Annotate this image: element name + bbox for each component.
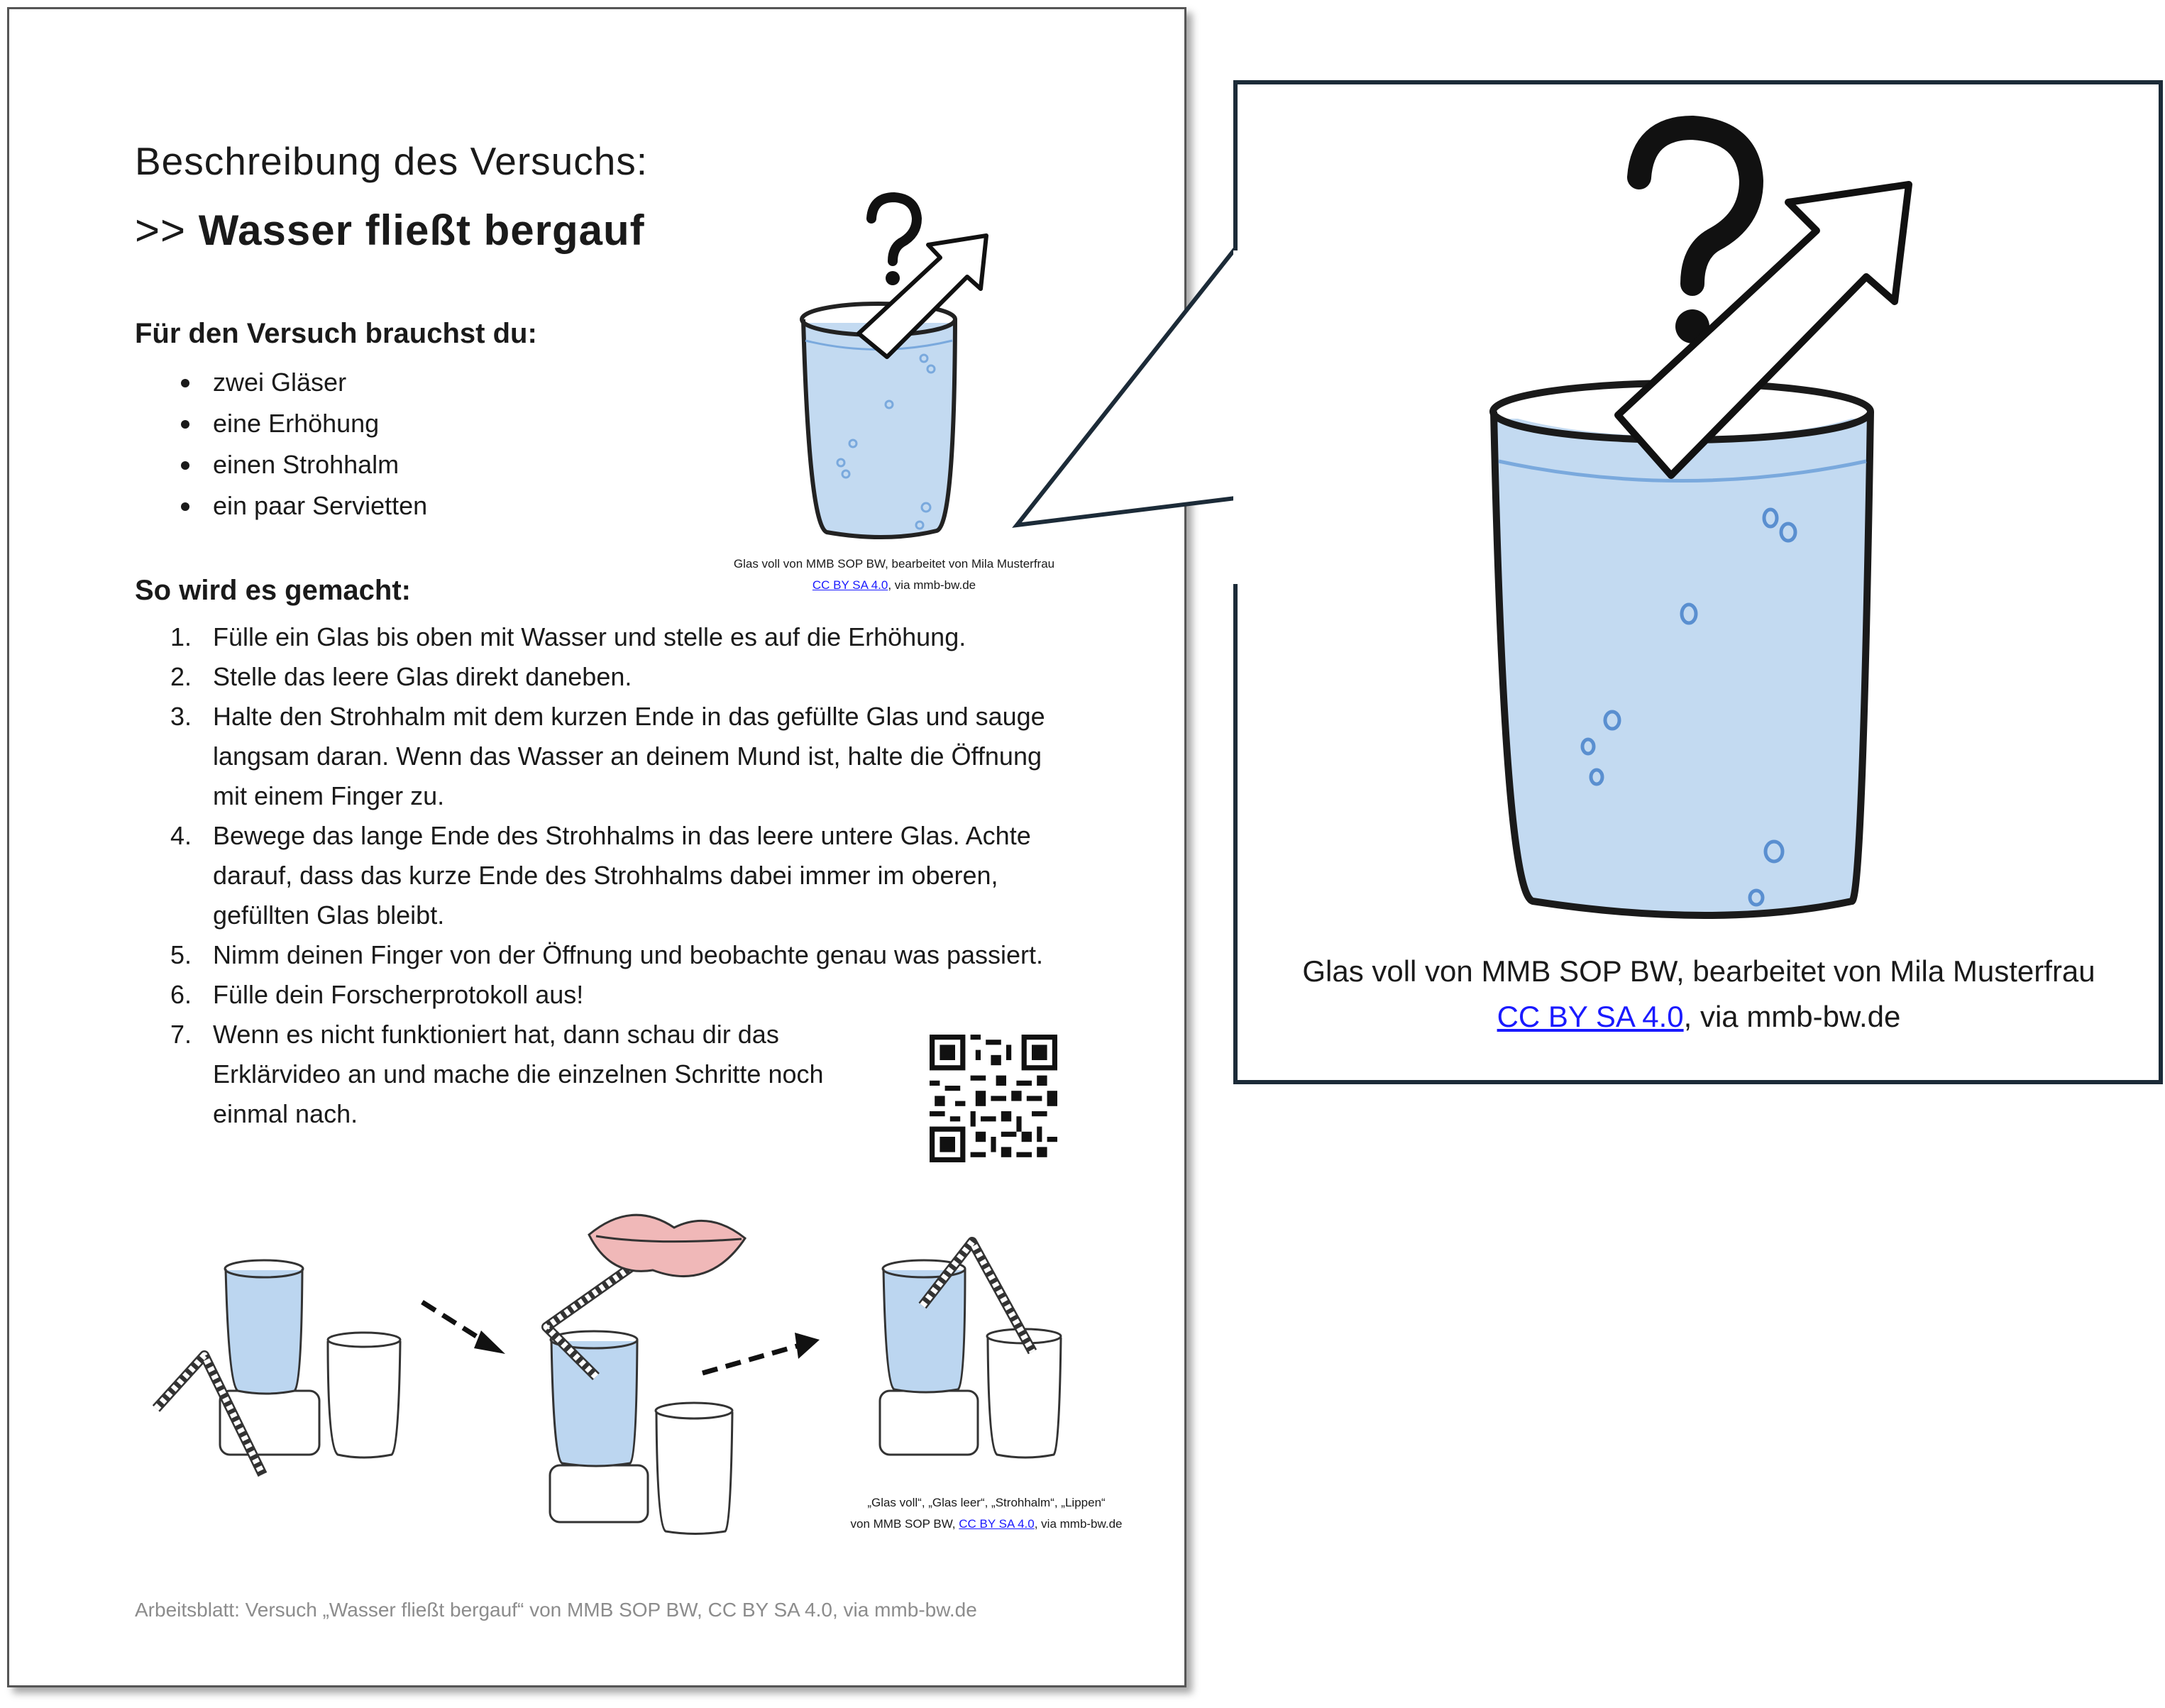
scene-2 <box>541 1213 747 1535</box>
list-item: einen Strohhalm <box>170 444 427 485</box>
steps-list: 1.Fülle ein Glas bis oben mit Wasser und… <box>170 617 1064 1134</box>
process-illustration <box>152 1213 1062 1535</box>
license-link[interactable]: CC BY SA 4.0 <box>812 578 888 592</box>
arrow-up-right-icon <box>1614 181 1912 479</box>
callout-glass-illustration <box>1489 115 1912 919</box>
list-item: eine Erhöhung <box>170 403 427 444</box>
list-item: ein paar Servietten <box>170 485 427 527</box>
list-item: zwei Gläser <box>170 362 427 403</box>
illustration-credit: „Glas voll“, „Glas leer“, „Strohhalm“, „… <box>850 1496 1123 1531</box>
scene-1 <box>152 1259 402 1477</box>
steps-heading: So wird es gemacht: <box>135 575 411 606</box>
straw-icon <box>152 1350 268 1477</box>
license-link[interactable]: CC BY SA 4.0 <box>1497 1000 1684 1033</box>
list-item: 6.Fülle dein Forscherprotokoll aus! <box>170 980 584 1009</box>
title-prefix: >> <box>135 206 187 254</box>
materials-heading: Für den Versuch brauchst du: <box>135 318 537 349</box>
lips-icon <box>588 1213 747 1278</box>
callout-pointer-mask <box>1233 250 1238 584</box>
page-subtitle: Beschreibung des Versuchs: <box>135 139 649 183</box>
materials-list: zwei Gläser eine Erhöhung einen Strohhal… <box>170 362 427 527</box>
arrow-dashed-2 <box>702 1333 820 1376</box>
page-footer: Arbeitsblatt: Versuch „Wasser fließt ber… <box>135 1599 977 1621</box>
question-mark-icon <box>866 192 922 285</box>
arrow-dashed-1 <box>421 1300 505 1354</box>
arrow-up-right-icon <box>856 233 988 359</box>
list-item: 5.Nimm deinen Finger von der Öffnung und… <box>170 940 1044 969</box>
page-title: >> Wasser fließt bergauf <box>135 206 645 255</box>
list-item: 1.Fülle ein Glas bis oben mit Wasser und… <box>170 622 966 651</box>
list-item: 2.Stelle das leere Glas direkt daneben. <box>170 662 632 691</box>
list-item: 7.Wenn es nicht funktioniert hat, dann s… <box>170 1020 824 1128</box>
glass-question-illustration <box>800 192 988 540</box>
title-text: Wasser fließt bergauf <box>198 206 645 254</box>
list-item: 3.Halte den Strohhalm mit dem kurzen End… <box>170 702 1045 810</box>
qr-code-icon[interactable] <box>930 1035 1057 1162</box>
callout-credit: Glas voll von MMB SOP BW, bearbeitet von… <box>1302 954 2095 1033</box>
list-item: 4.Bewege das lange Ende des Strohhalms i… <box>170 821 1031 930</box>
glass-credit: Glas voll von MMB SOP BW, bearbeitet von… <box>733 557 1055 592</box>
scene-3 <box>878 1237 1062 1459</box>
license-link[interactable]: CC BY SA 4.0 <box>959 1517 1035 1531</box>
